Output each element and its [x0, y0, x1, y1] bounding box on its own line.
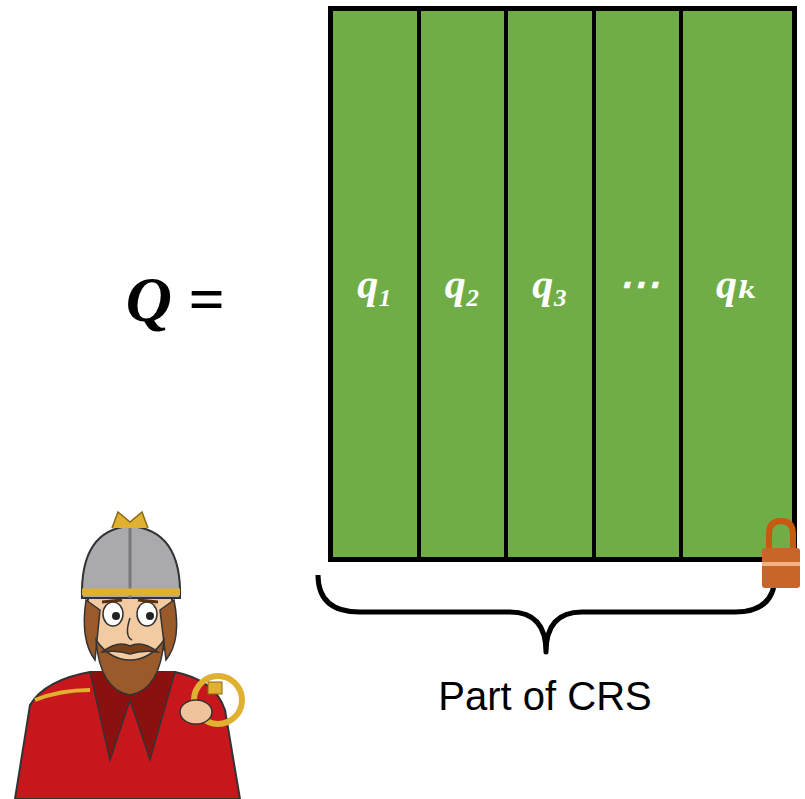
brace-caption: Part of CRS: [330, 672, 760, 720]
king-illustration: [0, 505, 260, 799]
column-label: q₃: [532, 263, 568, 305]
matrix-column: q₁: [333, 11, 417, 557]
equation-label: Q =: [60, 262, 290, 339]
lock-icon: [760, 516, 802, 590]
column-label: qₖ: [716, 263, 759, 305]
matrix-frame: q₁ q₂ q₃ ⋯ qₖ: [328, 6, 797, 562]
column-label: q₂: [445, 263, 481, 305]
matrix-column: qₖ: [683, 11, 792, 557]
column-label: ⋯: [617, 263, 659, 305]
column-label: q₁: [357, 263, 393, 305]
matrix-column: q₃: [508, 11, 592, 557]
matrix-column: q₂: [421, 11, 504, 557]
matrix-column: ⋯: [596, 11, 679, 557]
